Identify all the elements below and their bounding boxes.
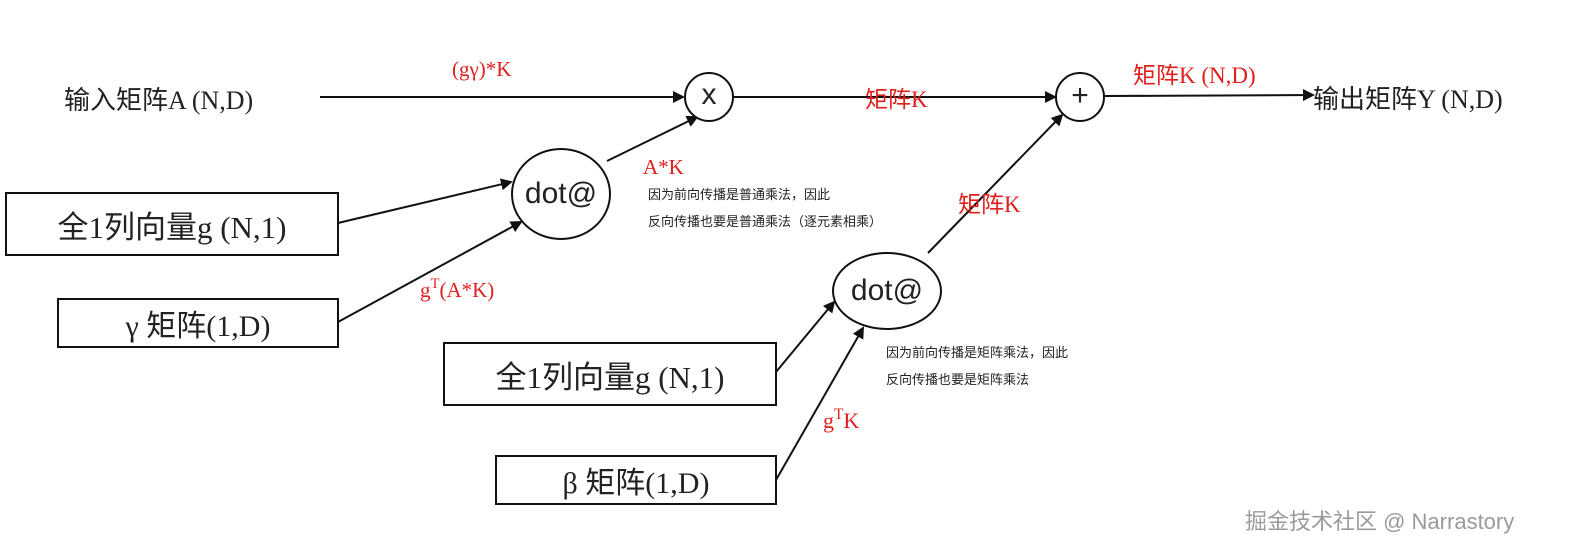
edge-label-matrix-k-diagonal: 矩阵K	[958, 192, 1021, 217]
edge-label-matrix-k-mid: 矩阵K	[865, 87, 928, 112]
beta-matrix-box: β 矩阵(1,D)	[495, 455, 777, 505]
ones-vector-label-bottom: 全1列向量g (N,1)	[495, 359, 725, 395]
dot-product-label-top: dot@	[524, 177, 598, 210]
edge-gamma-to-dot-top	[337, 221, 523, 323]
gamma-matrix-box: γ 矩阵(1,D)	[57, 298, 339, 348]
dot-product-node-bottom: dot@	[832, 252, 942, 330]
dot-product-node-top: dot@	[511, 148, 611, 240]
note-bottom-line-2: 反向传播也要是矩阵乘法	[886, 372, 1030, 387]
edge-label-transpose: T	[430, 276, 440, 293]
note-top-line-1: 因为前向传播是普通乘法，因此	[648, 187, 831, 202]
gamma-matrix-label: γ 矩阵(1,D)	[125, 310, 271, 343]
multiply-symbol: x	[701, 78, 717, 111]
ones-vector-box-top: 全1列向量g (N,1)	[5, 192, 339, 256]
edge-label-g-2: g	[823, 408, 834, 433]
add-node: +	[1055, 72, 1105, 122]
edge-ones-top-to-dot-top	[337, 178, 513, 224]
edge-label-g-transpose-a-k: gT(A*K)	[420, 276, 495, 303]
edge-label-a-k: A*K	[643, 155, 684, 179]
output-matrix-y-label: 输出矩阵Y (N,D)	[1313, 85, 1503, 114]
multiply-node: x	[684, 72, 734, 122]
ones-vector-label-top: 全1列向量g (N,1)	[57, 209, 287, 245]
edge-label-g-transpose-k: gTK	[823, 405, 860, 434]
edge-add-to-output	[1104, 89, 1315, 102]
edge-label-a-k-paren: (A*K)	[439, 278, 495, 302]
add-symbol: +	[1071, 78, 1089, 112]
note-top-line-2: 反向传播也要是普通乘法（逐元素相乘）	[648, 214, 883, 229]
edge-label-transpose-2: T	[834, 405, 844, 423]
input-matrix-a-label: 输入矩阵A (N,D)	[64, 86, 254, 115]
edge-dot-bottom-to-add	[927, 113, 1064, 254]
edge-ones-bottom-to-dot-bottom	[775, 300, 836, 373]
edge-label-matrix-k-output: 矩阵K (N,D)	[1133, 63, 1256, 88]
watermark: 掘金技术社区 @ Narrastory	[1245, 509, 1515, 534]
ones-vector-box-bottom: 全1列向量g (N,1)	[443, 342, 777, 406]
edge-label-g-gamma-k: (gγ)*K	[452, 57, 512, 81]
beta-matrix-label: β 矩阵(1,D)	[562, 467, 710, 500]
edge-label-k: K	[843, 408, 860, 433]
edge-beta-to-dot-bottom	[775, 326, 864, 481]
edge-label-g: g	[420, 278, 431, 302]
edge-dot-top-to-multiply	[606, 116, 699, 162]
note-bottom-line-1: 因为前向传播是矩阵乘法，因此	[886, 345, 1069, 360]
dot-product-label-bottom: dot@	[850, 274, 924, 307]
